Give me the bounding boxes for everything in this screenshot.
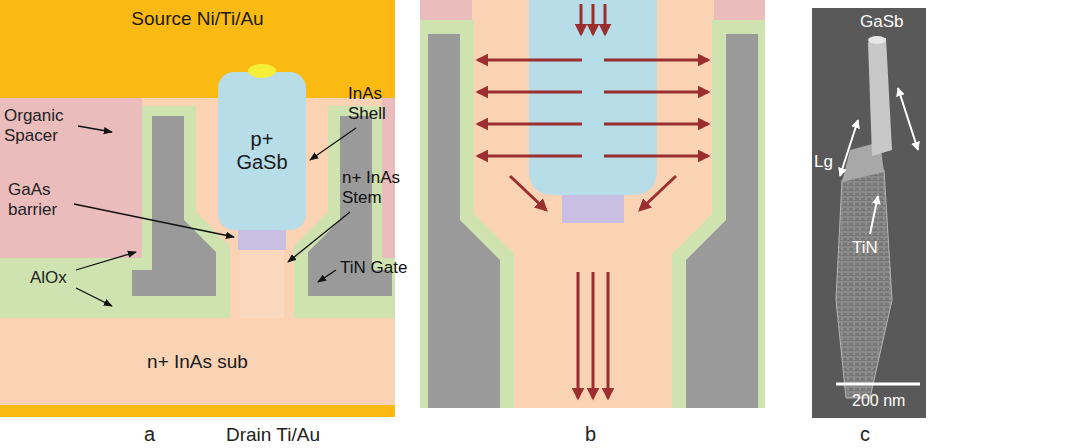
inas-substrate: n+ InAs sub [0, 318, 395, 405]
current-arrow [604, 155, 708, 158]
tin-gate [132, 116, 216, 296]
panel-letter: b [585, 423, 596, 446]
gaas-barrier [238, 228, 286, 250]
node-text: n+ InAs sub [147, 351, 248, 373]
gaas-barrier [562, 195, 624, 223]
panel-letter: c [860, 423, 870, 446]
organic-spacer [0, 98, 142, 258]
part-label: Drain Ti/Au [226, 424, 320, 446]
leader-line [76, 252, 136, 270]
leader-line [310, 128, 356, 160]
part-label: GaAs barrier [8, 180, 72, 219]
gasb-core: p+ GaSb [218, 72, 306, 230]
current-arrow [478, 91, 582, 94]
dimension-arrow [840, 120, 858, 176]
organic-spacer [420, 0, 472, 20]
sem-background [812, 8, 926, 418]
node-text: Source Ni/Ti/Au [131, 8, 263, 30]
part-label: TiN Gate [340, 258, 407, 278]
dimension-arrow [898, 88, 918, 150]
dimension-label: Lg [814, 152, 833, 172]
alox-layer [672, 20, 765, 408]
part-label: GaSb [860, 12, 903, 32]
alox-layer [294, 106, 395, 318]
organic-spacer [714, 0, 765, 20]
current-arrow [478, 59, 582, 62]
current-arrow [640, 176, 676, 210]
current-arrow [580, 4, 583, 34]
part-label: AlOx [30, 268, 67, 288]
contact-dome [248, 64, 276, 78]
panel-letter: a [144, 423, 155, 446]
pointer-arrow [870, 196, 878, 234]
panel-a-structure [0, 98, 395, 417]
gasb-core [529, 0, 657, 195]
inas-region [0, 98, 395, 318]
tin-gate [686, 34, 758, 408]
gasb-tip [868, 38, 892, 156]
drain-contact [0, 405, 395, 417]
panel-b-structure [420, 0, 765, 408]
inas-region [420, 0, 765, 408]
current-arrow [604, 4, 607, 34]
part-label: Organic Spacer [4, 106, 78, 145]
current-flow-arrows [478, 4, 708, 398]
tin-gate [428, 34, 500, 408]
current-arrow [604, 59, 708, 62]
tin-shell [836, 170, 892, 398]
scale-bar [836, 383, 920, 386]
leader-line [76, 288, 112, 306]
leader-line [318, 270, 336, 282]
node-text: p+ GaSb [232, 128, 292, 174]
current-arrow [510, 176, 546, 210]
current-arrow [577, 272, 580, 398]
sem-image [812, 8, 926, 418]
source-contact: Source Ni/Ti/Au [0, 0, 395, 98]
current-arrow [592, 4, 595, 34]
leader-line [74, 204, 234, 237]
current-arrow [604, 91, 708, 94]
alox-layer [420, 20, 514, 408]
current-arrow [478, 155, 582, 158]
gasb-tip [868, 36, 886, 44]
current-arrow [604, 123, 708, 126]
leader-line [78, 126, 112, 132]
current-arrow [607, 272, 610, 398]
part-label: InAs Shell [348, 84, 410, 123]
scale-label: 200 nm [852, 392, 905, 410]
current-arrow [592, 272, 595, 398]
part-label: TiN [852, 238, 878, 258]
leader-lines [74, 126, 356, 306]
current-arrow [478, 123, 582, 126]
inas-stem [240, 250, 284, 318]
part-label: n+ InAs Stem [342, 168, 410, 207]
